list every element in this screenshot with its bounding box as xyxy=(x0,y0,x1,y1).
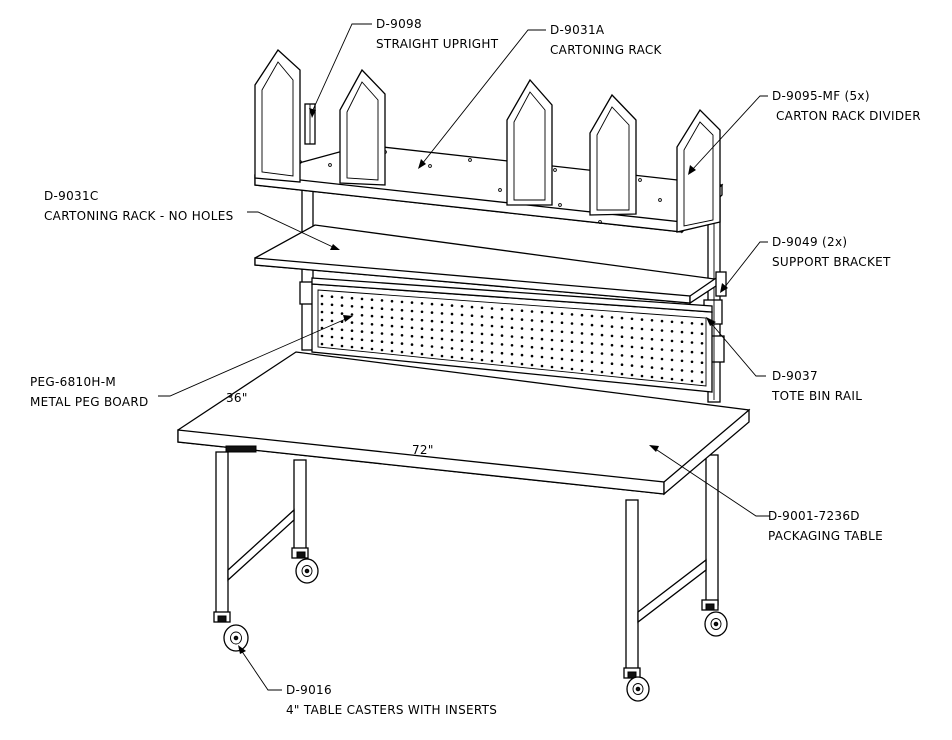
callout-description: CARTONING RACK - NO HOLES xyxy=(44,209,234,223)
leader-lines xyxy=(158,23,770,691)
callout-carton-rack-divider: D-9095-MF (5x) CARTON RACK DIVIDER xyxy=(772,89,921,123)
callout-cartoning-rack: D-9031A CARTONING RACK xyxy=(550,23,663,57)
divider-3 xyxy=(506,78,553,206)
callout-straight-upright: D-9098 STRAIGHT UPRIGHT xyxy=(376,17,499,51)
callout-description: TOTE BIN RAIL xyxy=(771,389,862,403)
table-label-plate xyxy=(225,445,257,453)
peg-holes xyxy=(320,294,704,384)
callout-cartoning-rack-no-holes: D-9031C CARTONING RACK - NO HOLES xyxy=(44,189,234,223)
dimension-labels: 36" 72" xyxy=(226,391,434,457)
metal-peg-board xyxy=(311,277,713,393)
top-cartoning-rack xyxy=(254,144,724,234)
callout-part-number: D-9031A xyxy=(550,23,605,37)
tote-bin-rail xyxy=(311,277,713,313)
rear-legs xyxy=(293,454,719,606)
carton-rack-dividers xyxy=(254,49,721,233)
callout-part-number: D-9095-MF (5x) xyxy=(772,89,870,103)
callout-table-casters: D-9016 4" TABLE CASTERS WITH INSERTS xyxy=(286,683,497,717)
callout-description: STRAIGHT UPRIGHT xyxy=(376,37,499,51)
callout-tote-bin-rail: D-9037 TOTE BIN RAIL xyxy=(771,369,862,403)
callout-description: METAL PEG BOARD xyxy=(30,395,149,409)
callout-part-number: D-9016 xyxy=(286,683,332,697)
width-dimension: 72" xyxy=(412,443,434,457)
lower-cartoning-rack xyxy=(254,224,727,305)
callout-part-number: D-9049 (2x) xyxy=(772,235,847,249)
callout-support-bracket: D-9049 (2x) SUPPORT BRACKET xyxy=(772,235,891,269)
callout-part-number: D-9037 xyxy=(772,369,818,383)
divider-5 xyxy=(676,108,721,233)
support-bracket xyxy=(715,271,727,297)
callout-part-number: D-9098 xyxy=(376,17,422,31)
caster-front-left xyxy=(217,615,249,652)
callout-labels: D-9098 STRAIGHT UPRIGHT D-9031A CARTONIN… xyxy=(30,17,921,717)
callout-packaging-table: D-9001-7236D PACKAGING TABLE xyxy=(768,509,883,543)
caster-rear-right xyxy=(704,603,728,637)
depth-dimension: 36" xyxy=(226,391,248,405)
packaging-table-top xyxy=(177,351,751,496)
table-casters xyxy=(217,551,728,702)
divider-2 xyxy=(339,68,386,186)
divider-4 xyxy=(589,93,637,216)
divider-1 xyxy=(254,49,301,183)
callout-metal-peg-board: PEG-6810H-M METAL PEG BOARD xyxy=(30,375,149,409)
callout-part-number: D-9031C xyxy=(44,189,99,203)
callout-description: CARTONING RACK xyxy=(550,43,663,57)
caster-front-right xyxy=(626,671,650,702)
callout-part-number: D-9001-7236D xyxy=(768,509,860,523)
callout-description: 4" TABLE CASTERS WITH INSERTS xyxy=(286,703,497,717)
callout-description: SUPPORT BRACKET xyxy=(772,255,891,269)
callout-description: PACKAGING TABLE xyxy=(768,529,883,543)
callout-description: CARTON RACK DIVIDER xyxy=(776,109,921,123)
callout-part-number: PEG-6810H-M xyxy=(30,375,116,389)
caster-rear-left xyxy=(295,551,319,584)
front-legs xyxy=(213,451,719,679)
